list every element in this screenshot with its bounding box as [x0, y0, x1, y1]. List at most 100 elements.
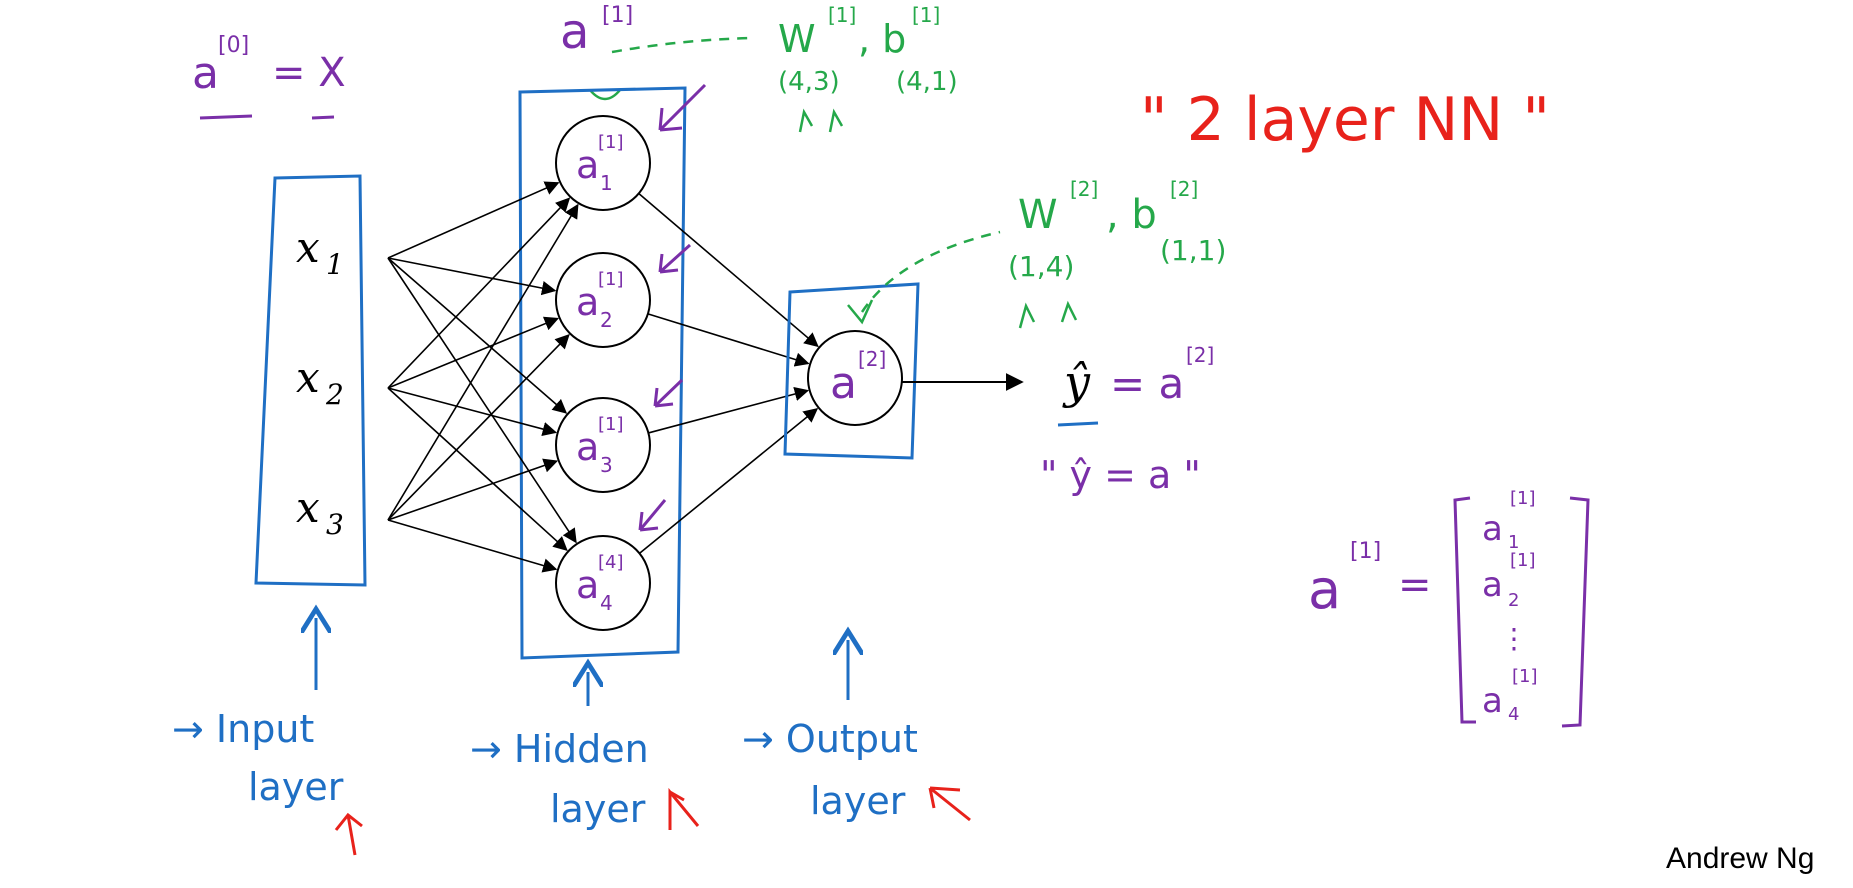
yhat-rhs: = a: [1110, 359, 1184, 408]
w2-sup: [2]: [1070, 177, 1098, 201]
hidden-node: a [1] 1: [555, 115, 651, 211]
b2-sup: [2]: [1170, 177, 1198, 201]
hidden-node-4-circle: [555, 535, 651, 631]
hidden-output-edge: [647, 313, 810, 367]
input-label-2: layer: [248, 765, 344, 809]
input-hidden-edge: [387, 458, 559, 521]
hidden-node-3-sub: 3: [600, 453, 613, 477]
layer-labels: → Input layer → Hidden layer → Output la…: [172, 618, 918, 831]
b2-label: , b: [1106, 192, 1157, 238]
hidden-node-3-circle: [555, 397, 651, 493]
a0-rhs: = X: [272, 50, 346, 96]
input-hidden-edge: [387, 257, 557, 296]
w1-sup: [1]: [828, 3, 856, 27]
a0-sup: [0]: [218, 33, 249, 58]
yhat-rhs-sup: [2]: [1186, 343, 1214, 367]
output-label-2: layer: [810, 779, 906, 823]
vector-entry-4-sub: 4: [1508, 704, 1519, 725]
hidden-output-edge: [648, 386, 810, 434]
hidden-node-1-sup: [1]: [598, 132, 624, 153]
input-x1-sub: 1: [326, 248, 344, 281]
vector-entry-2-sub: 2: [1508, 590, 1519, 611]
hidden-output-edge: [638, 408, 819, 554]
purple-arrow-icon: [638, 499, 667, 532]
vector-right-bracket: [1561, 496, 1590, 728]
hidden-label-2: layer: [550, 787, 646, 831]
input-node: x 2: [296, 353, 344, 411]
hidden-output-edges: [638, 192, 819, 554]
w1-label: W: [778, 17, 816, 61]
output-node: a [2]: [807, 330, 903, 426]
input-hidden-edge: [387, 334, 570, 521]
input-node: x 3: [296, 483, 344, 541]
hidden-node-2-circle: [555, 252, 651, 348]
hidden-node-3-var: a: [576, 425, 599, 469]
hidden-label-1: → Hidden: [470, 727, 649, 771]
vector-lhs-sup: [1]: [1350, 539, 1381, 564]
hidden-node: a [4] 4: [555, 535, 651, 631]
red-marks: [334, 786, 971, 856]
input-x1-var: x: [296, 223, 320, 272]
alt-yhat: " ŷ = a ": [1040, 453, 1201, 497]
hidden-node-4-sub: 4: [600, 591, 613, 615]
vector-entry: a [1] 2: [1482, 550, 1536, 611]
red-arrow-icon: [668, 787, 700, 830]
hidden-node-4-var: a: [576, 563, 599, 607]
yhat-underline: [1057, 421, 1099, 427]
hidden-node-3-sup: [1]: [598, 414, 624, 435]
input-x3-sub: 3: [326, 508, 344, 541]
input-hidden-edge: [387, 203, 579, 521]
x-underline: [311, 115, 335, 120]
input-layer-box: [254, 174, 367, 587]
input-hidden-edge: [387, 197, 571, 389]
w2-dim: (1,4): [1008, 250, 1074, 283]
vector-entry-4-var: a: [1482, 681, 1503, 721]
a1-top: a: [560, 4, 589, 60]
vector-entry: a [1] 1: [1482, 488, 1536, 553]
w1-dim: (4,3): [778, 67, 840, 97]
dim-arrows-2: [1018, 300, 1078, 329]
input-hidden-edge: [387, 387, 558, 437]
vector-entry-1-var: a: [1482, 509, 1503, 549]
layer2-params: W [2] , b [2] (1,4) (1,1): [1008, 177, 1226, 329]
input-hidden-edge: [387, 257, 568, 414]
input-hidden-edge: [387, 387, 568, 552]
green-dashed-pointer-1: [611, 36, 751, 54]
b1-dim: (4,1): [896, 67, 958, 97]
input-node: x 1: [296, 223, 344, 281]
hidden-node-2-var: a: [576, 280, 599, 324]
hidden-layer-box: [518, 86, 687, 660]
hidden-output-edge: [638, 192, 819, 348]
purple-arrow-icon: [658, 243, 692, 274]
input-label-1: → Input: [172, 707, 314, 751]
output-label-1: → Output: [742, 717, 918, 761]
input-x2-var: x: [296, 353, 320, 402]
hidden-node-1-var: a: [576, 143, 599, 187]
purple-arrow-icon: [658, 83, 707, 132]
a0-equation: a [0] = X: [192, 33, 346, 120]
layer1-params: W [1] , b [1] (4,3) (4,1): [778, 3, 958, 133]
vector-entry: a [1] 4: [1482, 666, 1538, 725]
b1-sup: [1]: [912, 3, 940, 27]
output-node-circle: [807, 330, 903, 426]
vector-entry-2-sup: [1]: [1510, 550, 1536, 571]
a1-vector: a [1] = a [1] 1 a [1] 2 ⋮ a [1] 4: [1308, 488, 1590, 728]
vector-eq: =: [1398, 562, 1432, 608]
purple-arrow-icon: [653, 378, 684, 408]
green-arrow-1: [589, 89, 621, 101]
red-arrow-icon: [334, 812, 363, 856]
output-node-sup: [2]: [858, 347, 886, 371]
vector-entry-2-var: a: [1482, 565, 1503, 605]
w2-label: W: [1018, 192, 1058, 238]
input-hidden-edges: [387, 181, 579, 573]
title-2-layer-nn: " 2 layer NN ": [1140, 85, 1550, 155]
dim-arrows-1: [798, 108, 844, 133]
b2-dim: (1,1): [1160, 234, 1226, 267]
input-nodes: x 1 x 2 x 3: [296, 223, 344, 541]
a0-lhs: a: [192, 48, 219, 99]
b1-label: , b: [858, 17, 906, 61]
hidden-node: a [1] 3: [555, 397, 651, 493]
output-node-var: a: [830, 358, 857, 409]
vector-entry: ⋮: [1500, 622, 1528, 655]
hidden-nodes: a [1] 1 a [1] 2 a [1] 3 a [4] 4: [555, 115, 651, 631]
